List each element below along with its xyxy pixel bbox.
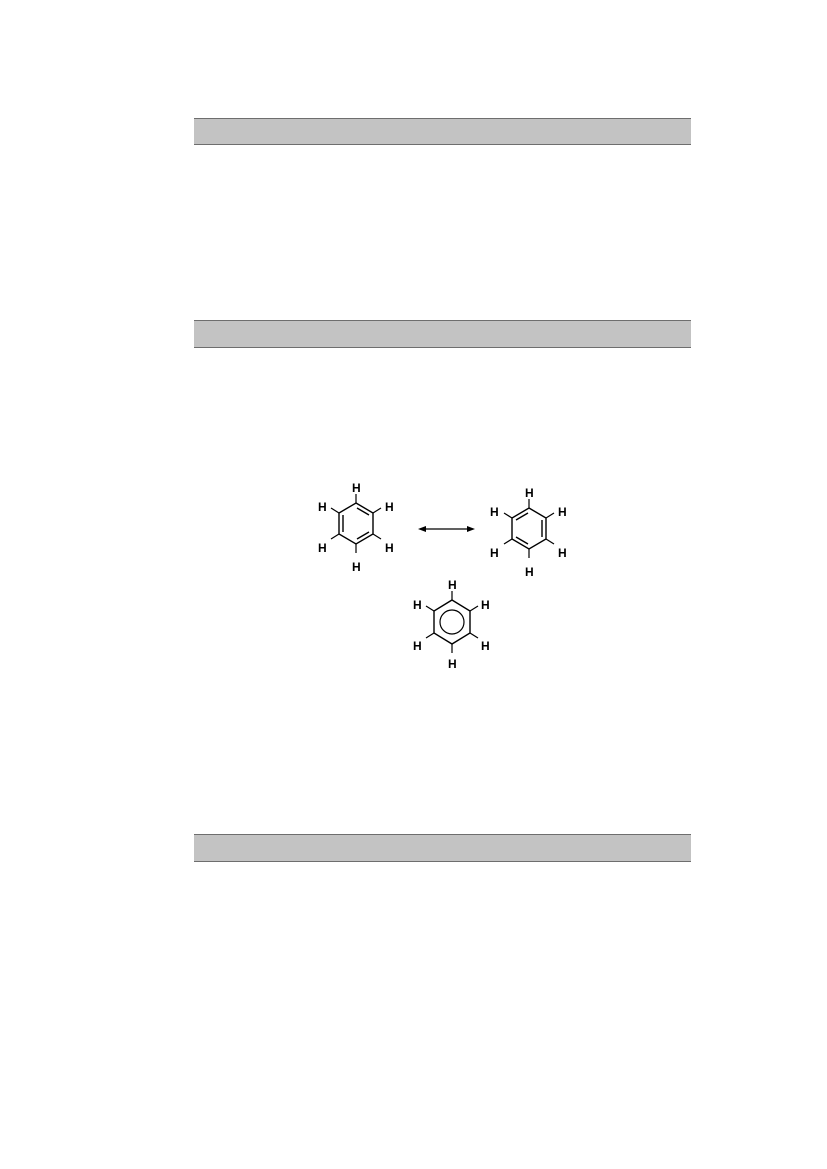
hydrogen-label: H [525,486,534,500]
benzene-resonance-figure: H H H H H H H H H H [300,470,600,680]
hydrogen-label: H [448,657,457,671]
resonance-double-arrow-icon [418,526,475,532]
hydrogen-label: H [525,565,534,579]
hydrogen-label: H [385,541,394,555]
hydrogen-label: H [558,505,567,519]
hydrogen-label: H [352,481,361,495]
ring-a [338,502,374,545]
hydrogen-label: H [385,500,394,514]
double-bond-a2 [356,531,370,540]
section-header-bar-1 [194,118,691,145]
hydrogen-label: H [558,546,567,560]
double-bond-b1 [515,512,529,521]
kekule-structure-a: H H H H H H [318,481,394,574]
hydrogen-label: H [448,578,457,592]
hydrogen-label: H [481,598,490,612]
hydrogen-label: H [481,639,490,653]
delocalized-ring-circle [439,609,465,635]
hydrogen-label: H [352,560,361,574]
ring-b [511,507,547,550]
hydrogen-label: H [413,598,422,612]
hydrogen-label: H [318,541,327,555]
benzene-circle-structure: H H H H H H [413,578,490,671]
hydrogen-label: H [490,505,499,519]
ring-c [433,599,471,645]
hydrogen-label: H [318,500,327,514]
double-bond-a1 [356,507,370,516]
section-header-bar-2 [194,320,691,348]
section-header-bar-3 [194,834,691,862]
hydrogen-label: H [413,639,422,653]
benzene-resonance-diagram: H H H H H H H H H H [318,481,567,671]
kekule-structure-b: H H H H H H [490,486,567,579]
hydrogen-label: H [490,546,499,560]
double-bond-b3 [515,536,529,545]
